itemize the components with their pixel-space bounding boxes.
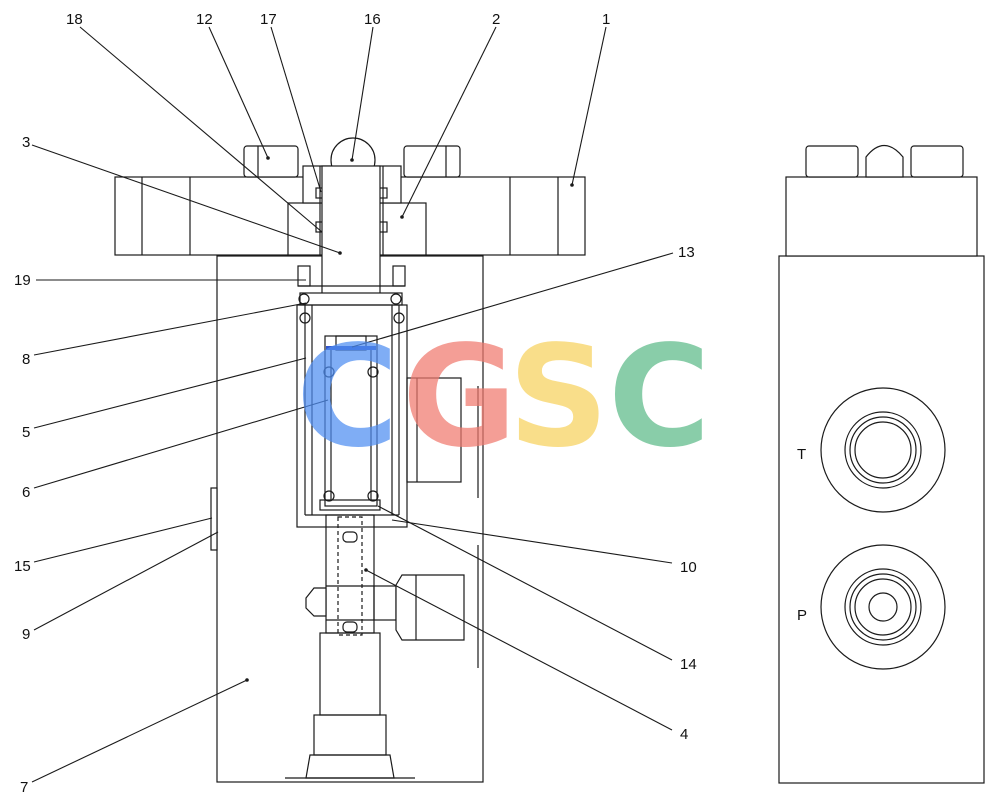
callout-12: 12 [196,11,213,28]
side-body [778,255,985,784]
callout-labels: 18 12 17 16 2 1 3 13 19 8 5 6 15 9 10 14… [14,11,697,796]
cap-screw-right [403,145,461,178]
callout-1: 1 [602,11,610,28]
watermark-letter-s: S [508,316,609,479]
callout-19: 19 [14,272,31,289]
lower-spool [325,514,375,634]
port-label-p: P [797,607,807,624]
callout-15: 15 [14,558,31,575]
callout-2: 2 [492,11,500,28]
callout-14: 14 [680,656,697,673]
callout-9: 9 [22,626,30,643]
callout-17: 17 [260,11,277,28]
callout-13: 13 [678,244,695,261]
port-p [820,544,946,670]
side-cap [785,176,978,257]
callout-5: 5 [22,424,30,441]
port-t [820,387,946,513]
callout-10: 10 [680,559,697,576]
callout-4: 4 [680,726,688,743]
callout-8: 8 [22,351,30,368]
watermark-letter-c1: C [296,316,399,479]
callout-3: 3 [22,134,30,151]
watermark-letter-c2: C [608,316,711,479]
callout-18: 18 [66,11,83,28]
side-plug [210,487,218,551]
port-label-t: T [797,446,806,463]
section-view [114,137,586,783]
side-view: T P [778,144,985,784]
callout-16: 16 [364,11,381,28]
callout-6: 6 [22,484,30,501]
callout-7: 7 [20,779,28,796]
stem [321,165,381,297]
watermark: C G S C [296,316,711,479]
watermark-letter-g: G [402,316,517,479]
leader-lines [31,26,674,783]
